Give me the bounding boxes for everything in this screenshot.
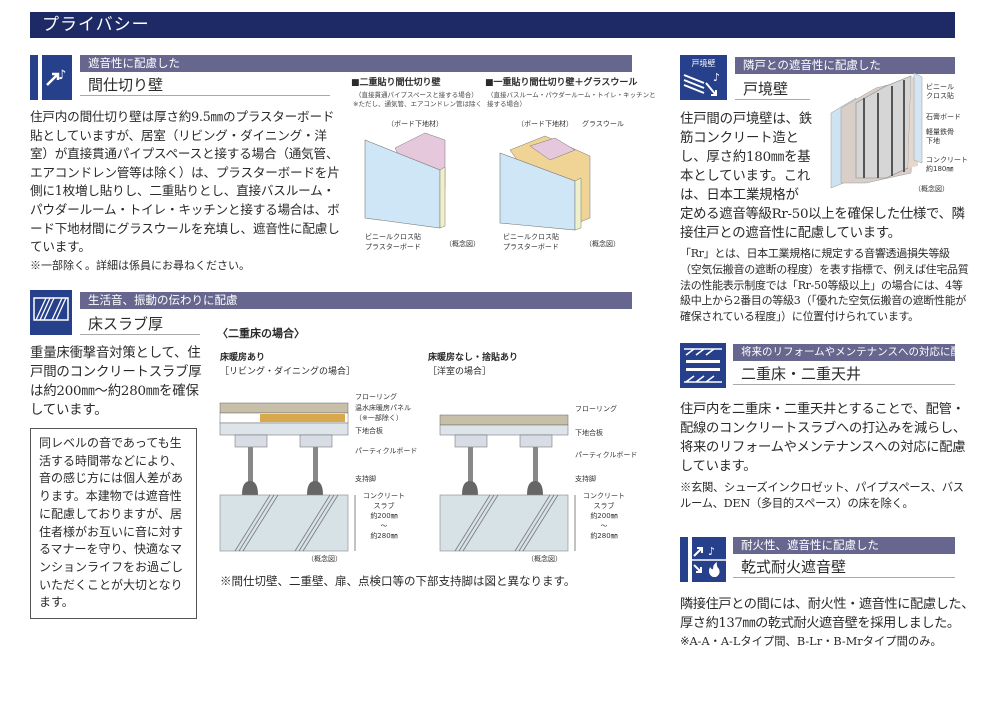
label-flooring: フローリング bbox=[355, 393, 397, 401]
section-body: 住戸間の戸境壁は、鉄筋コンクリート造とし、厚さ約180㎜を基本としています。これ… bbox=[680, 112, 812, 203]
page-title: プライバシー bbox=[30, 12, 955, 38]
label-steel: 軽量鉄骨下地 bbox=[926, 128, 954, 146]
boundary-wall-diagram: ビニールクロス貼 石膏ボード 軽量鉄骨下地 コンクリート約180㎜ （概念図） bbox=[826, 68, 976, 198]
section-body: 隣接住戸との間には、耐火性・遮音性に配慮した、厚さ約137㎜の乾式耐火遮音壁を採… bbox=[680, 597, 974, 631]
boundary-text: 住戸間の戸境壁は、鉄筋コンクリート造とし、厚さ約180㎜を基本としています。これ… bbox=[680, 110, 970, 325]
diagram-title: 〈二重床の場合〉 bbox=[217, 327, 305, 340]
diagram-b-title: ■一重貼り間仕切り壁＋グラスウール bbox=[485, 78, 638, 88]
section-tag: 生活音、振動の伝わりに配慮 bbox=[80, 292, 632, 309]
label-board: プラスターボード bbox=[503, 243, 559, 251]
label-cloth: ビニールクロス貼 bbox=[926, 83, 954, 101]
label-plywood: 下地合板 bbox=[575, 429, 603, 437]
label-plywood: 下地合板 bbox=[355, 427, 383, 435]
boundary-wall-icon: 戸境壁 ♪ bbox=[680, 55, 727, 100]
left-title: 床暖房あり bbox=[220, 353, 266, 363]
t: 約180㎜ bbox=[926, 165, 954, 173]
label-panel-note: （※一部除く） bbox=[355, 414, 403, 422]
svg-text:♪: ♪ bbox=[713, 71, 720, 84]
caption: （概念図） bbox=[914, 185, 949, 193]
partition-text: 住戸内の間仕切り壁は厚さ約9.5㎜のプラスターボード貼としていますが、居室（リビ… bbox=[30, 108, 340, 274]
section-tag: 将来のリフォームやメンテナンスへの対応に配慮 bbox=[733, 344, 955, 361]
t: 下地 bbox=[926, 137, 940, 145]
fire-sound-icon: ♪ bbox=[680, 537, 726, 582]
label-particle: パーティクルボード bbox=[575, 451, 638, 459]
double-floor-diagram: 〈二重床の場合〉 床暖房あり ［リビング・ダイニングの場合］ 床暖房なし・捨貼あ… bbox=[215, 325, 638, 590]
t: コンクリート bbox=[363, 492, 405, 500]
t: スラブ bbox=[373, 502, 395, 510]
section-note: ※A-A・A-Lタイプ間、B-Lr・B-Mrタイプ間のみ。 bbox=[680, 635, 942, 648]
label-particle: パーティクルボード bbox=[355, 447, 418, 455]
label-slab: コンクリートスラブ約200㎜ ～ 約280㎜ bbox=[583, 491, 625, 541]
label-cloth: ビニールクロス貼 bbox=[503, 233, 559, 241]
section-heading: 間仕切り壁 bbox=[80, 75, 330, 96]
t: 約280㎜ bbox=[370, 532, 398, 540]
icon-label: 戸境壁 bbox=[691, 59, 716, 68]
label-cloth: ビニールクロス貼 bbox=[365, 233, 421, 241]
label-slab: コンクリートスラブ約200㎜ ～ 約280㎜ bbox=[363, 491, 405, 541]
t: コンクリート bbox=[926, 156, 968, 164]
caption: （概念図） bbox=[585, 240, 620, 248]
t: ～ bbox=[380, 522, 388, 530]
t: ～ bbox=[600, 522, 608, 530]
section-body-cont: 定める遮音等級Rr-50以上を確保した仕様で、隣接住戸との遮音性に配慮しています… bbox=[680, 207, 965, 241]
right-sub: ［洋室の場合］ bbox=[428, 367, 492, 377]
section-tag: 隣戸との遮音性に配慮した bbox=[735, 57, 955, 74]
double-floor-ceiling-icon bbox=[680, 343, 726, 388]
section-heading: 乾式耐火遮音壁 bbox=[733, 557, 955, 578]
t: ビニール bbox=[926, 83, 954, 91]
caption: （概念図） bbox=[527, 555, 562, 563]
diagram-a-title: ■二重貼り間仕切り壁 bbox=[351, 78, 441, 88]
label-base: （ボード下地材） bbox=[517, 120, 573, 128]
diagram-b-sub2: 接する場合） bbox=[487, 100, 526, 108]
section-body: 住戸内の間仕切り壁は厚さ約9.5㎜のプラスターボード貼としていますが、居室（リビ… bbox=[30, 109, 340, 255]
label-leg: 支持脚 bbox=[355, 475, 376, 483]
diagram-a-sub2: ※ただし、通気管、エアコンドレン管は除く bbox=[353, 100, 482, 108]
partition-wall-diagram: ■二重貼り間仕切り壁 （直接貫通パイプスペースと接する場合） ※ただし、通気管、… bbox=[345, 78, 656, 258]
fire-text: 隣接住戸との間には、耐火性・遮音性に配慮した、厚さ約137㎜の乾式耐火遮音壁を採… bbox=[680, 596, 980, 650]
section-heading: 戸境壁 bbox=[735, 79, 810, 100]
section-heading: 二重床・二重天井 bbox=[733, 364, 955, 385]
label-flooring: フローリング bbox=[575, 405, 617, 413]
slab-text: 重量床衝撃音対策として、住戸間のコンクリートスラブ厚は約200㎜～約280㎜を確… bbox=[30, 344, 202, 620]
sound-arrow-icon: ♪ bbox=[30, 55, 72, 100]
t: クロス貼 bbox=[926, 92, 954, 100]
section-heading: 床スラブ厚 bbox=[80, 314, 200, 335]
left-sub: ［リビング・ダイニングの場合］ bbox=[220, 367, 356, 377]
label-board: プラスターボード bbox=[365, 243, 421, 251]
t: 軽量鉄骨 bbox=[926, 128, 954, 136]
t: 約200㎜ bbox=[590, 512, 618, 520]
section-body: 住戸内を二重床・二重天井とすることで、配管・配線のコンクリートスラブへの打込みを… bbox=[680, 402, 966, 474]
double-text: 住戸内を二重床・二重天井とすることで、配管・配線のコンクリートスラブへの打込みを… bbox=[680, 400, 970, 512]
section-body: 重量床衝撃音対策として、住戸間のコンクリートスラブ厚は約200㎜～約280㎜を確… bbox=[30, 346, 202, 418]
svg-text:♪: ♪ bbox=[708, 545, 715, 558]
section-tag: 遮音性に配慮した bbox=[80, 55, 632, 72]
diagram-a-sub: （直接貫通パイプスペースと接する場合） bbox=[355, 91, 478, 99]
footnote: ※間仕切壁、二重壁、扉、点検口等の下部支持脚は図と異なります。 bbox=[220, 574, 576, 588]
rr-note: 「Rr」とは、日本工業規格に規定する音響透過損失等級（空気伝搬音の遮断の程度）を… bbox=[680, 247, 969, 324]
section-tag: 耐火性、遮音性に配慮した bbox=[733, 537, 955, 554]
t: 約280㎜ bbox=[590, 532, 618, 540]
manner-note-box: 同レベルの音であっても生活する時間帯などにより、音の感じ方には個人差があります。… bbox=[30, 428, 197, 620]
label-panel: 温水床暖房パネル bbox=[355, 404, 411, 412]
section-note: ※一部除く。詳細は係員にお尋ねください。 bbox=[30, 258, 250, 272]
label-wool: グラスウール bbox=[582, 120, 624, 128]
label-gypsum: 石膏ボード bbox=[926, 113, 961, 121]
label-concrete: コンクリート約180㎜ bbox=[926, 156, 968, 174]
caption: （概念図） bbox=[445, 240, 480, 248]
t: スラブ bbox=[593, 502, 615, 510]
right-title: 床暖房なし・捨貼あり bbox=[428, 353, 519, 363]
t: 約200㎜ bbox=[370, 512, 398, 520]
caption: （概念図） bbox=[307, 555, 342, 563]
t: コンクリート bbox=[583, 492, 625, 500]
section-note: ※玄関、シューズインクロゼット、パイプスペース、バスルーム、DEN（多目的スペー… bbox=[680, 481, 964, 510]
label-base: （ボード下地材） bbox=[387, 120, 443, 128]
diagram-b-sub: （直接バスルーム・パウダールーム・トイレ・キッチンと bbox=[487, 91, 656, 99]
slab-hatch-icon bbox=[30, 290, 72, 335]
label-leg: 支持脚 bbox=[575, 475, 596, 483]
svg-text:♪: ♪ bbox=[58, 68, 66, 83]
